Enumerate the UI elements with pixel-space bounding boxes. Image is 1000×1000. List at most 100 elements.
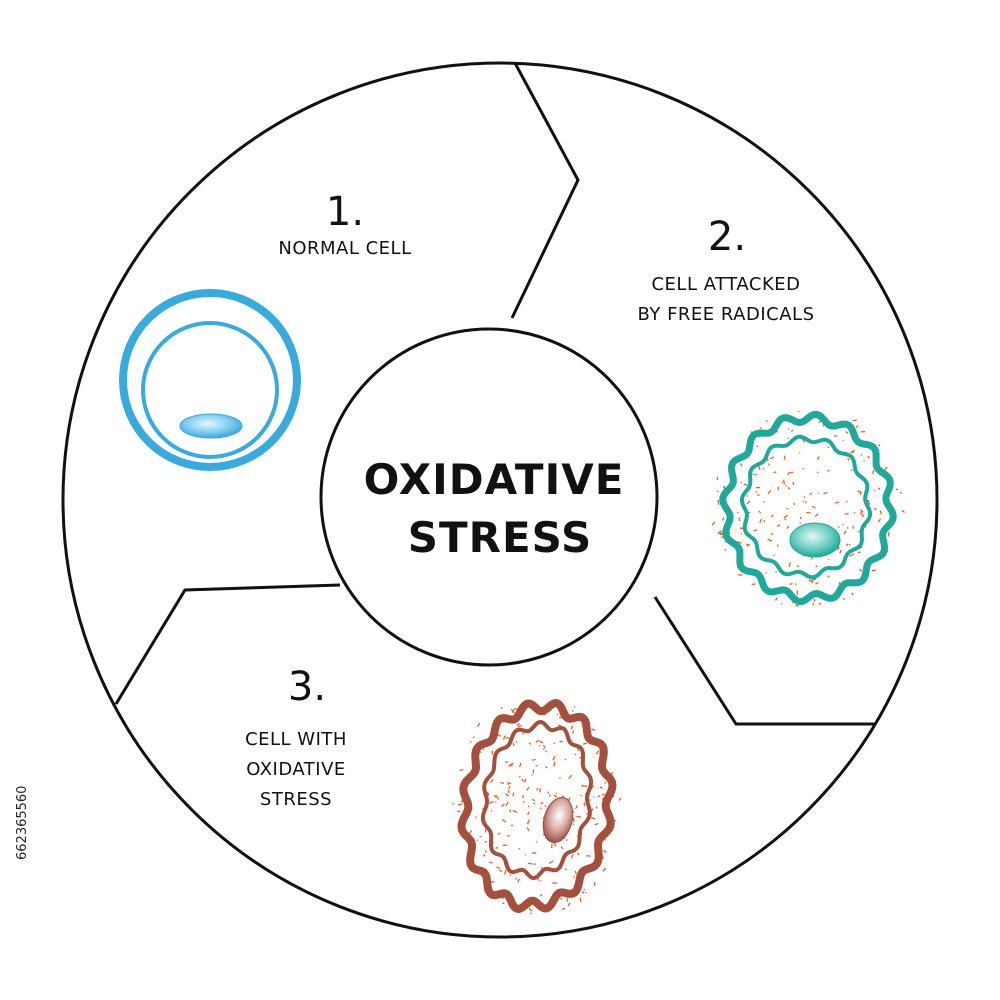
stressed-cell-radical [474, 816, 477, 819]
stressed-cell-radical [501, 819, 507, 823]
attacked-cell-radical [787, 428, 790, 430]
stressed-cell-radical [542, 748, 545, 751]
stressed-cell-radical [508, 786, 511, 789]
stage-3-number: 3. [288, 664, 326, 710]
attacked-cell-radical [743, 483, 748, 486]
stressed-cell-radical [535, 739, 540, 743]
stressed-cell-radical [461, 800, 464, 803]
attacked-cell-radical [809, 492, 813, 496]
stressed-cell-radical [510, 708, 513, 711]
stressed-cell-radical [497, 832, 501, 835]
stressed-cell-radical [501, 803, 505, 808]
stressed-cell-radical [585, 891, 587, 894]
attacked-cell-radical [851, 592, 854, 596]
divider-2-3 [653, 596, 875, 726]
attacked-cell-radical [822, 424, 825, 427]
stressed-cell-radical [595, 806, 598, 809]
attacked-cell-radical [754, 473, 757, 476]
attacked-cell-radical [836, 546, 840, 551]
attacked-cell-radical [842, 523, 844, 526]
attacked-cell-radical [757, 493, 760, 497]
center-title-line1: OXIDATIVE [364, 455, 625, 504]
attacked-cell-radical [872, 470, 875, 475]
stressed-cell-radical [502, 735, 507, 740]
attacked-cell-radical [716, 490, 719, 493]
stressed-cell-radical [561, 907, 566, 910]
stressed-cell-radical [561, 794, 565, 798]
attacked-cell-radical [776, 524, 781, 528]
attacked-cell-radical [814, 513, 819, 517]
attacked-cell-radical [823, 492, 828, 495]
stressed-cell-radical [490, 809, 493, 812]
attacked-cell-radical [884, 466, 888, 471]
center-title-line2: STRESS [408, 513, 593, 562]
stressed-cell-radical [576, 815, 582, 818]
stressed-cell-radical [544, 804, 547, 808]
attacked-cell-radical [782, 479, 786, 485]
attacked-cell-radical [774, 597, 778, 601]
stressed-cell-radical [521, 778, 524, 782]
stressed-cell-radical [570, 725, 574, 730]
stressed-cell-radical [526, 827, 530, 832]
stressed-cell-radical [539, 788, 542, 793]
outer-circle [61, 61, 939, 939]
stressed-cell-radical [512, 792, 515, 797]
stressed-cell-radical [496, 866, 501, 869]
attacked-cell-radical [722, 517, 725, 521]
stressed-cell-radical [504, 760, 509, 764]
attacked-cell-radical [866, 500, 871, 505]
attacked-cell-radical [746, 543, 751, 546]
attacked-cell-radical [853, 511, 856, 514]
stressed-cell-radical [591, 728, 596, 731]
stressed-cell-radical [574, 870, 577, 875]
attacked-cell-radical [787, 437, 789, 440]
stressed-cell-radical [509, 874, 512, 877]
stressed-cell-radical [539, 893, 543, 897]
stressed-cell-radical [509, 809, 512, 813]
stressed-cell-radical [527, 862, 533, 865]
attacked-cell-nucleus [789, 522, 841, 558]
attacked-cell-radical [760, 427, 762, 430]
attacked-cell-radical [767, 538, 772, 542]
stressed-cell [452, 699, 622, 915]
stressed-cell-radical [560, 846, 564, 850]
attacked-cell-radical [788, 562, 792, 568]
stressed-cell-radical [533, 802, 536, 805]
stressed-cell-radical [515, 741, 518, 744]
attacked-cell-radical [770, 532, 774, 536]
stressed-cell-radical [583, 784, 588, 788]
attacked-cell-outer-membrane [719, 410, 897, 606]
attacked-cell-radical [740, 481, 743, 484]
attacked-cell [711, 410, 906, 607]
attacked-cell-radical [786, 525, 790, 529]
attacked-cell-radical [753, 529, 758, 532]
attacked-cell-radical [794, 604, 799, 607]
attacked-cell-radical [863, 459, 865, 462]
stressed-cell-radical [489, 801, 494, 805]
stressed-cell-radical [568, 797, 571, 801]
stressed-cell-radical [574, 753, 577, 756]
attacked-cell-radical [724, 548, 727, 551]
attacked-cell-radical [784, 518, 787, 521]
stressed-cell-radical [590, 816, 596, 820]
stressed-cell-radical [572, 817, 575, 823]
stressed-cell-radical [553, 742, 556, 745]
stressed-cell-radical [515, 877, 517, 880]
stage-3: 3. CELL WITH OXIDATIVE STRESS [245, 664, 622, 915]
attacked-cell-radical [711, 521, 716, 526]
stressed-cell-radical [583, 802, 586, 807]
stressed-cell-radical [516, 722, 520, 726]
stressed-cell-radical [594, 822, 599, 826]
stressed-cell-radical [595, 750, 600, 755]
attacked-cell-radical [846, 543, 849, 547]
attacked-cell-radical [877, 487, 881, 490]
stressed-cell-radical [512, 809, 518, 813]
center-circle [319, 327, 659, 667]
stressed-cell-radical [568, 774, 573, 780]
attacked-cell-radical [763, 519, 766, 523]
attacked-cell-radical [755, 490, 758, 493]
attacked-cell-radical [812, 603, 815, 606]
attacked-cell-radical [837, 526, 840, 528]
stressed-cell-radical [517, 724, 522, 728]
stressed-cell-radical [581, 891, 585, 894]
